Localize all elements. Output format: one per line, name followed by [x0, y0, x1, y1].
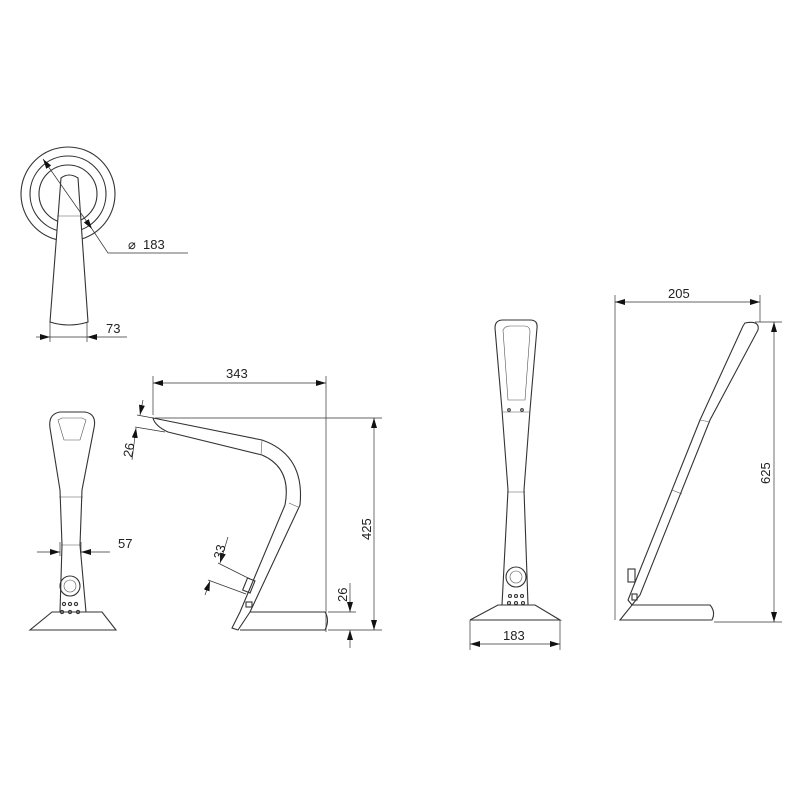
dimension-depth-205: 205: [668, 286, 690, 301]
dimension-base-width-183: 183: [503, 628, 525, 643]
dimension-diameter-183: 183: [143, 237, 165, 252]
dimension-height-425: 425: [359, 518, 374, 540]
diameter-symbol: ⌀: [128, 237, 136, 252]
dimension-head-thickness-26: 26: [120, 442, 137, 459]
top-view: ⌀ 183 73: [20, 146, 188, 342]
dimension-switch-33: 33: [210, 543, 228, 561]
dimension-height-625: 625: [758, 462, 773, 484]
dimension-base-thickness-26: 26: [335, 588, 350, 602]
front-view-folded: 57: [28, 411, 132, 631]
dimension-reach-343: 343: [226, 366, 248, 381]
side-view-arched: 343 425 26 26 33: [120, 366, 382, 648]
dimension-width-73: 73: [106, 321, 120, 336]
front-view-upright: 183: [469, 319, 562, 650]
side-view-upright: 205 625: [614, 286, 782, 623]
dimension-width-57: 57: [118, 536, 132, 551]
